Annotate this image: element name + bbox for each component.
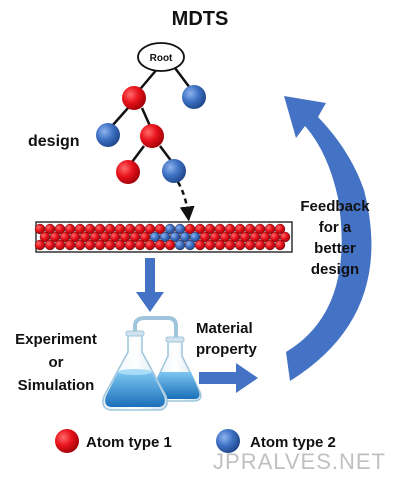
lattice-atom-red xyxy=(279,231,291,243)
edge-a-c xyxy=(140,107,152,127)
lattice-atom-blue xyxy=(184,239,196,251)
right-arrow xyxy=(199,363,258,393)
down-arrow xyxy=(136,258,164,312)
lattice-atom-red xyxy=(84,239,96,251)
design-label: design xyxy=(28,133,80,150)
lattice-atom-red xyxy=(274,239,286,251)
diagram-title: MDTS xyxy=(171,8,229,30)
lattice-atom-red xyxy=(204,239,216,251)
tree-nodes xyxy=(96,85,206,184)
experiment-line: or xyxy=(48,354,64,371)
lattice-atom-red xyxy=(264,239,276,251)
feedback-arrow xyxy=(284,96,372,381)
material-property-label: Material property xyxy=(196,318,257,360)
feedback-line: better xyxy=(314,240,356,257)
lattice-atom-red xyxy=(154,239,166,251)
tree-node-red xyxy=(116,160,140,184)
material-line: Material xyxy=(196,320,253,337)
lattice-atom-red xyxy=(54,239,66,251)
legend-atom-type-2: Atom type 2 xyxy=(250,434,336,451)
edge-c-d xyxy=(131,145,145,163)
tree-node-blue xyxy=(96,123,120,147)
lattice-atom-red xyxy=(164,239,176,251)
lattice-atom-red xyxy=(144,239,156,251)
tree-node-blue xyxy=(162,159,186,183)
tree-node-red xyxy=(122,86,146,110)
root-label: Root xyxy=(150,53,173,64)
atomic-structure xyxy=(34,221,293,253)
lattice-atom-red xyxy=(244,239,256,251)
lattice-atom-red xyxy=(94,239,106,251)
legend-atom-type-2-swatch xyxy=(216,429,240,453)
experiment-line: Experiment xyxy=(15,331,97,348)
edge-a-b xyxy=(111,107,129,127)
lattice-atom-red xyxy=(254,239,266,251)
edge-c-e xyxy=(159,145,173,163)
lattice-atom-red xyxy=(114,239,126,251)
lattice-atom-red xyxy=(224,239,236,251)
dashed-arrow xyxy=(176,181,195,222)
flask-icon xyxy=(102,316,202,411)
lattice-atom-red xyxy=(234,239,246,251)
lattice-atom-red xyxy=(44,239,56,251)
feedback-line: Feedback xyxy=(300,198,370,215)
lattice-atom-red xyxy=(274,223,286,235)
lattice-atom-red xyxy=(104,239,116,251)
lattice-atom-red xyxy=(214,239,226,251)
lattice-atom-red xyxy=(194,239,206,251)
tree-node-blue xyxy=(182,85,206,109)
lattice-atom-red xyxy=(34,239,46,251)
experiment-label: Experiment or Simulation xyxy=(0,328,112,397)
tree-node-red xyxy=(140,124,164,148)
legend-atom-type-1-swatch xyxy=(55,429,79,453)
lattice-atom-red xyxy=(74,239,86,251)
feedback-line: design xyxy=(310,261,360,278)
lattice-atom-red xyxy=(124,239,136,251)
experiment-line: Simulation xyxy=(17,377,95,394)
watermark: JPRALVES.NET xyxy=(213,449,386,474)
material-line: property xyxy=(196,341,257,358)
feedback-line: for a xyxy=(318,219,352,236)
legend-atom-type-1: Atom type 1 xyxy=(86,434,172,451)
lattice-atom-red xyxy=(134,239,146,251)
lattice-atom-red xyxy=(64,239,76,251)
feedback-label: Feedback for a better design xyxy=(292,196,378,280)
lattice-atom-blue xyxy=(174,239,186,251)
root-node xyxy=(137,42,185,72)
